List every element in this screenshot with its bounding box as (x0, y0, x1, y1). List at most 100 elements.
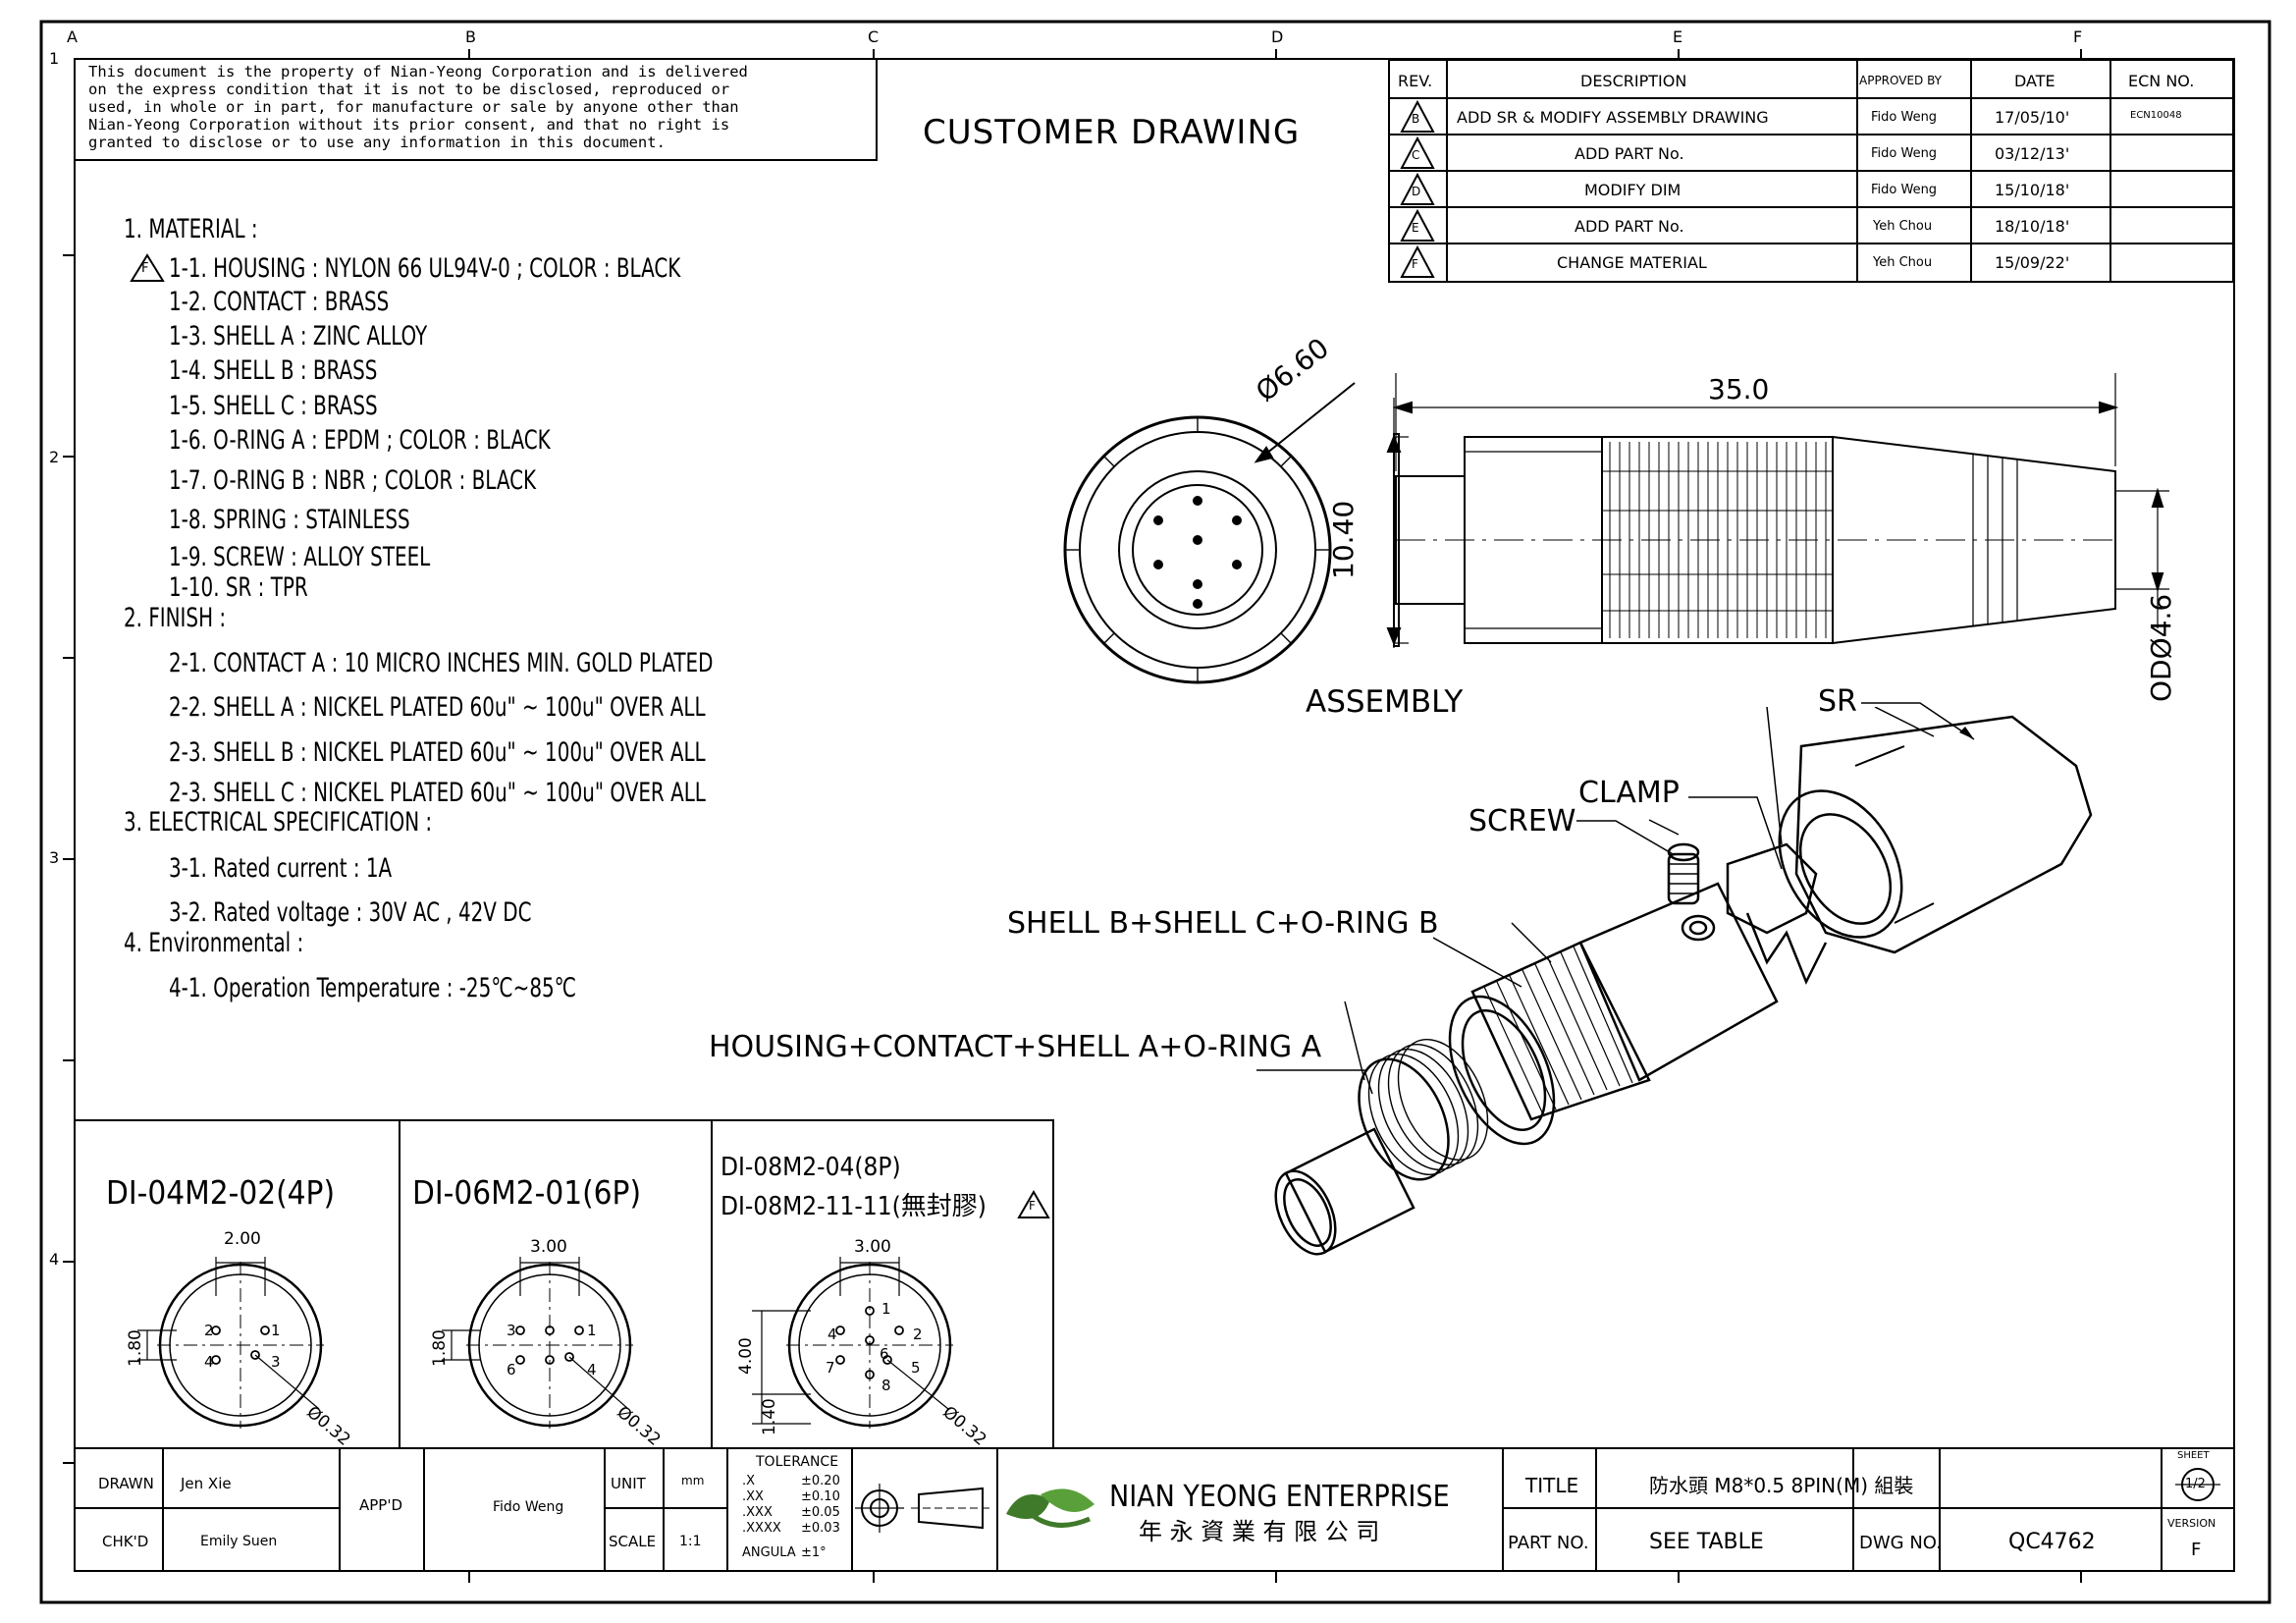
rev-letter: D (1412, 185, 1421, 198)
grid-col-d: D (1271, 27, 1284, 46)
dim-overall-length: 35.0 (1708, 373, 1770, 406)
rev-description: ADD SR & MODIFY ASSEMBLY DRAWING (1457, 108, 1769, 127)
variants-divider (711, 1119, 713, 1447)
pin-number: 5 (911, 1359, 921, 1377)
rev-header-rev: REV. (1398, 72, 1433, 90)
pin-vertical-dim: 1.80 (126, 1329, 145, 1367)
pin-number: 3 (507, 1322, 516, 1339)
sheet-label: SHEET (2177, 1450, 2210, 1461)
tolerance-title: TOLERANCE (756, 1454, 839, 1470)
pin-vertical-dim: 4.00 (736, 1337, 756, 1375)
grid-row-4: 4 (49, 1250, 60, 1269)
pin-number: 6 (507, 1361, 516, 1379)
label-screw: SCREW (1468, 804, 1576, 839)
rev-ecn: ECN10048 (2130, 110, 2182, 121)
company-name: NIAN YEONG ENTERPRISE (1109, 1480, 1450, 1514)
dim-outer-diameter: ODØ4.6 (2145, 593, 2177, 702)
rev-date: 15/09/22' (1995, 253, 2070, 272)
note-heading: 1. MATERIAL : (124, 214, 258, 244)
leader-housing (1256, 1069, 1373, 1095)
rev-letter: E (1412, 221, 1419, 235)
note-item: 1-9. SCREW : ALLOY STEEL (169, 542, 431, 572)
variant-part-number: DI-04M2-02(4P) (106, 1173, 336, 1212)
label-sr: SR (1818, 684, 1857, 719)
note-item: 3-2. Rated voltage : 30V AC , 42V DC (169, 897, 532, 928)
revision-table (1388, 59, 2234, 283)
note-item: 4-1. Operation Temperature : -25℃~85℃ (169, 973, 577, 1003)
leader-shell (1433, 937, 1522, 988)
grid-col-f: F (2073, 27, 2083, 46)
note-item: 1-5. SHELL C : BRASS (169, 391, 378, 421)
dim-height: 10.40 (1327, 500, 1360, 579)
tolerance-value: ±0.10 (801, 1489, 840, 1504)
rev-description: MODIFY DIM (1584, 181, 1682, 199)
pin-layout-4p (137, 1257, 324, 1429)
unit-label: UNIT (611, 1475, 646, 1492)
version-label: VERSION (2167, 1517, 2216, 1530)
pin-number: 1 (587, 1322, 597, 1339)
rev-date: 17/05/10' (1995, 108, 2070, 127)
tolerance-value: ±0.05 (801, 1505, 840, 1520)
tolerance-value: ±1° (801, 1545, 827, 1560)
rev-letter: C (1412, 148, 1420, 162)
tolerance-value: ±0.03 (801, 1521, 840, 1536)
note-item: 1-8. SPRING : STAINLESS (169, 505, 410, 535)
note-item: 2-1. CONTACT A : 10 MICRO INCHES MIN. GO… (169, 648, 714, 678)
chkd-value: Emily Suen (200, 1534, 278, 1549)
assembly-drawing (1063, 373, 2169, 684)
grid-row-3: 3 (49, 848, 60, 867)
appd-value: Fido Weng (493, 1499, 564, 1515)
pin-vertical-dim: 1.40 (760, 1398, 779, 1435)
tolerance-value: ±0.20 (801, 1474, 840, 1488)
rev-date: 15/10/18' (1995, 181, 2070, 199)
disclaimer-box (75, 59, 878, 161)
pin-number: 3 (271, 1353, 281, 1371)
grid-col-b: B (465, 27, 476, 46)
rev-approved-by: Fido Weng (1871, 183, 1938, 197)
pin-number: 8 (881, 1377, 891, 1394)
note-item: 1-3. SHELL A : ZINC ALLOY (169, 321, 428, 352)
drawing-title: 防水頭 M8*0.5 8PIN(M) 組裝 (1649, 1474, 1914, 1497)
disclaimer-line: used, in whole or in part, for manufactu… (88, 98, 739, 116)
drawn-label: DRAWN (98, 1475, 154, 1492)
drawing-heading: CUSTOMER DRAWING (923, 113, 1301, 152)
dwg-no-label: DWG NO. (1859, 1533, 1942, 1553)
grid-row-1: 1 (49, 49, 60, 68)
tolerance-key: .XXXX (742, 1521, 781, 1536)
revision-flag-icon (130, 253, 165, 282)
part-no-label: PART NO. (1508, 1533, 1589, 1553)
pin-vertical-dim: 1.80 (430, 1329, 450, 1367)
pin-number: 2 (913, 1325, 923, 1343)
pin-pitch-dim: 3.00 (530, 1237, 567, 1257)
rev-description: ADD PART No. (1575, 144, 1684, 163)
note-item: 1-2. CONTACT : BRASS (169, 287, 390, 317)
pin-number: 6 (880, 1345, 889, 1363)
scale-value: 1:1 (679, 1534, 702, 1549)
label-clamp: CLAMP (1578, 776, 1680, 810)
rev-header-description: DESCRIPTION (1580, 72, 1687, 90)
grid-row-2: 2 (49, 448, 60, 466)
variant-revision-flag-icon (1017, 1190, 1050, 1218)
rev-approved-by: Fido Weng (1871, 110, 1938, 125)
grid-col-e: E (1673, 27, 1683, 46)
rev-approved-by: Yeh Chou (1873, 219, 1933, 234)
pin-number: 1 (271, 1322, 281, 1339)
label-shell-b-c-oring: SHELL B+SHELL C+O-RING B (1007, 906, 1439, 941)
rev-date: 03/12/13' (1995, 144, 2070, 163)
disclaimer-line: This document is the property of Nian-Ye… (88, 63, 748, 81)
tolerance-key: .X (742, 1474, 756, 1488)
note-item: 1-4. SHELL B : BRASS (169, 355, 378, 386)
label-housing-contact-shell-a: HOUSING+CONTACT+SHELL A+O-RING A (709, 1030, 1322, 1064)
note-item: 3-1. Rated current : 1A (169, 853, 393, 884)
variants-table (75, 1119, 1054, 1449)
sheet-value: 1/2 (2185, 1477, 2206, 1491)
rev-letter: F (1412, 257, 1418, 271)
disclaimer-line: Nian-Yeong Corporation without its prior… (88, 116, 730, 134)
variant-revision-flag-letter: F (1029, 1199, 1036, 1213)
note-heading: 3. ELECTRICAL SPECIFICATION : (124, 807, 433, 838)
title-label: TITLE (1525, 1474, 1579, 1497)
company-logo-icon (1006, 1488, 1095, 1528)
note-heading: 2. FINISH : (124, 603, 227, 633)
note-heading: 4. Environmental : (124, 928, 304, 958)
